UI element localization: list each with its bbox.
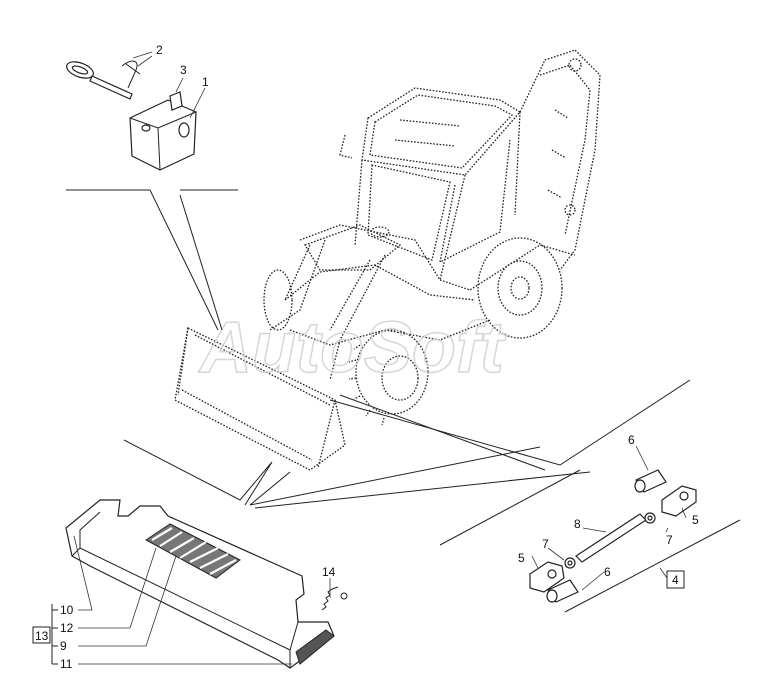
callout-9: 9	[60, 639, 67, 653]
callout-5-right: 5	[692, 513, 699, 527]
callout-4: 4	[672, 573, 679, 587]
callout-7-left: 7	[542, 537, 549, 551]
counterweight-illustration	[65, 499, 348, 669]
callout-6-top: 6	[628, 433, 635, 447]
callout-14: 14	[322, 565, 336, 579]
callout-8: 8	[574, 517, 581, 531]
callout-6-bottom: 6	[604, 565, 611, 579]
watermark: AutoSoft	[198, 308, 507, 388]
callout-13: 13	[35, 629, 49, 643]
callout-13-box	[32, 626, 51, 644]
pin-clip-illustration	[66, 60, 197, 171]
lift-arm-pin-illustration	[529, 469, 697, 603]
callout-10: 10	[60, 603, 74, 617]
callout-5-left: 5	[518, 551, 525, 565]
callout-2: 2	[156, 43, 163, 57]
backhoe-loader-illustration	[174, 49, 601, 471]
callout-12: 12	[60, 621, 74, 635]
callout-4-box	[666, 570, 685, 589]
callout-3: 3	[180, 63, 187, 77]
callout-11: 11	[60, 657, 73, 671]
leader-lines	[66, 189, 741, 613]
callout-7-right: 7	[666, 533, 673, 547]
callout-1: 1	[202, 75, 209, 89]
